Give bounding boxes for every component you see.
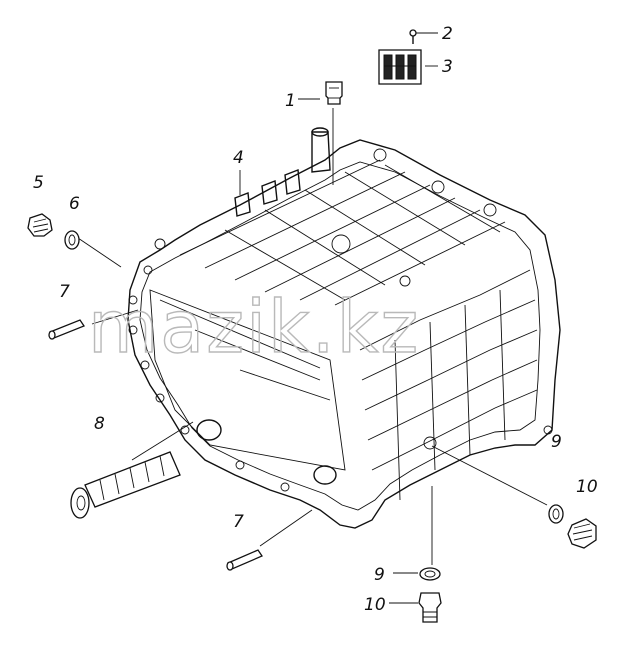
part-7-pin-upper bbox=[48, 319, 85, 340]
callout-3: 3 bbox=[442, 57, 453, 77]
part-5-plug bbox=[27, 213, 53, 237]
part-9-washer-right bbox=[548, 504, 564, 524]
callout-9-right: 9 bbox=[551, 432, 562, 452]
part-6-washer bbox=[64, 230, 80, 250]
callout-7-upper: 7 bbox=[59, 282, 70, 302]
gearbox-housing bbox=[127, 127, 561, 529]
leader-lines bbox=[77, 32, 548, 604]
part-3-plate bbox=[378, 49, 422, 85]
callout-2: 2 bbox=[442, 24, 453, 44]
part-1-plug bbox=[325, 81, 343, 105]
callout-4: 4 bbox=[233, 148, 244, 168]
callout-5: 5 bbox=[33, 173, 44, 193]
part-8-sleeve bbox=[70, 451, 181, 519]
callout-10-right: 10 bbox=[576, 477, 598, 497]
callout-8: 8 bbox=[94, 414, 105, 434]
part-7-pin-lower bbox=[226, 549, 263, 571]
part-10-plug-right bbox=[567, 518, 597, 549]
callout-1: 1 bbox=[285, 91, 296, 111]
callout-6: 6 bbox=[69, 194, 80, 214]
part-2-screw bbox=[409, 29, 417, 44]
callout-10-bottom: 10 bbox=[364, 595, 386, 615]
callout-labels: 1 2 3 4 5 6 7 7 8 9 9 10 10 bbox=[33, 24, 598, 615]
watermark: mazik.kz bbox=[88, 285, 420, 369]
callout-7-lower: 7 bbox=[233, 512, 244, 532]
callout-9-bottom: 9 bbox=[374, 565, 385, 585]
part-10-plug-bottom bbox=[418, 592, 442, 623]
part-9-washer-bottom bbox=[419, 567, 441, 581]
